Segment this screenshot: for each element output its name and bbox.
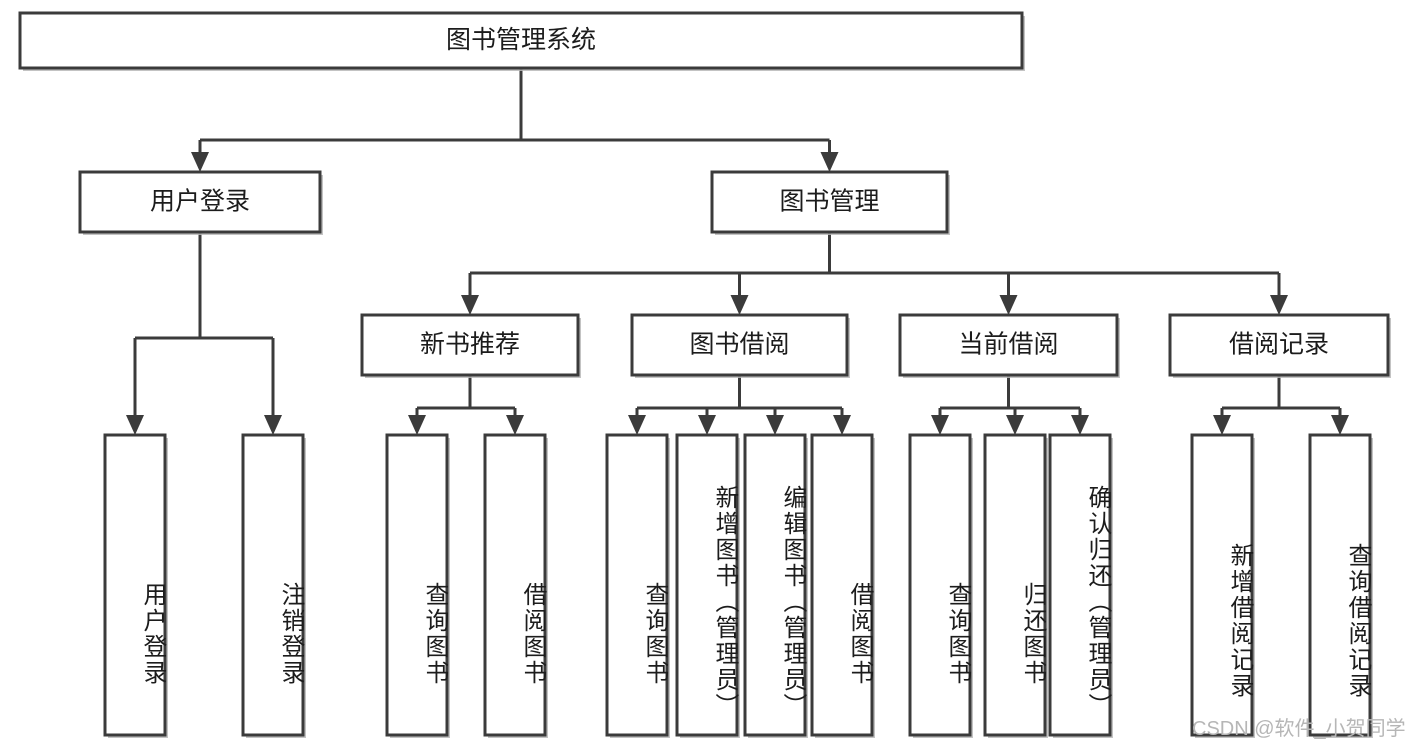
node-level3-book-borrow[interactable]: 图书借阅 (630, 313, 850, 378)
node-rect (1308, 433, 1372, 737)
node-rect (675, 433, 739, 737)
node-leaf-leaf-query-book-1[interactable] (385, 433, 450, 738)
node-label: 新书推荐 (420, 331, 520, 359)
node-rect (983, 433, 1047, 737)
node-leaf-leaf-add-book[interactable] (675, 433, 740, 738)
node-rect (360, 313, 580, 377)
node-rect (103, 433, 167, 737)
node-leaf-leaf-edit-book[interactable] (743, 433, 808, 738)
node-level3-new-book-rec[interactable]: 新书推荐 (360, 313, 581, 378)
node-leaf-leaf-borrow-book-1[interactable] (483, 433, 548, 738)
node-root-root[interactable]: 图书管理系统 (18, 11, 1025, 71)
node-rect (810, 433, 874, 737)
connector-layer (126, 68, 1349, 435)
node-rect (241, 433, 305, 737)
node-level3-current-borrow[interactable]: 当前借阅 (898, 313, 1120, 378)
node-leaf-leaf-query-record[interactable] (1308, 433, 1373, 738)
connector-group-new-book-rec (408, 375, 524, 435)
node-rect (18, 11, 1024, 70)
node-level2-book-manage[interactable]: 图书管理 (710, 170, 950, 235)
node-label: 图书管理系统 (446, 26, 596, 54)
node-rect (605, 433, 669, 737)
connector-group-book-manage (461, 232, 1288, 315)
node-rect (1048, 433, 1112, 737)
node-level2-user-login[interactable]: 用户登录 (78, 170, 323, 235)
node-leaf-leaf-query-book-2[interactable] (605, 433, 670, 738)
node-level3-borrow-record[interactable]: 借阅记录 (1168, 313, 1391, 378)
node-leaf-leaf-user-login[interactable] (103, 433, 168, 738)
node-leaf-leaf-return-book[interactable] (983, 433, 1048, 738)
node-label: 图书借阅 (689, 331, 789, 359)
node-leaf-leaf-query-book-3[interactable] (908, 433, 973, 738)
node-rect (1168, 313, 1390, 377)
csdn-watermark: CSDN @软件_小贺同学 (1192, 718, 1405, 740)
node-label: 借阅记录 (1229, 331, 1329, 359)
node-leaf-leaf-confirm-return[interactable] (1048, 433, 1113, 738)
connector-group-user-login (126, 232, 282, 435)
node-rect (483, 433, 547, 737)
node-rect (710, 170, 949, 234)
node-leaf-leaf-borrow-book-2[interactable] (810, 433, 875, 738)
connector-group-borrow-record (1213, 375, 1349, 435)
node-rect (630, 313, 849, 377)
connector-group-root (191, 68, 839, 172)
node-label: 用户登录 (150, 188, 250, 216)
node-rect (898, 313, 1119, 377)
node-rect (743, 433, 807, 737)
node-rect (1190, 433, 1254, 737)
node-rect (385, 433, 449, 737)
node-label: 当前借阅 (958, 331, 1058, 359)
connector-group-book-borrow (628, 375, 851, 435)
node-leaf-leaf-user-logout[interactable] (241, 433, 306, 738)
node-rect (908, 433, 972, 737)
node-leaf-leaf-add-record[interactable] (1190, 433, 1255, 738)
node-label: 图书管理 (779, 188, 879, 216)
node-rect (78, 170, 322, 234)
connector-group-current-borrow (931, 375, 1089, 435)
